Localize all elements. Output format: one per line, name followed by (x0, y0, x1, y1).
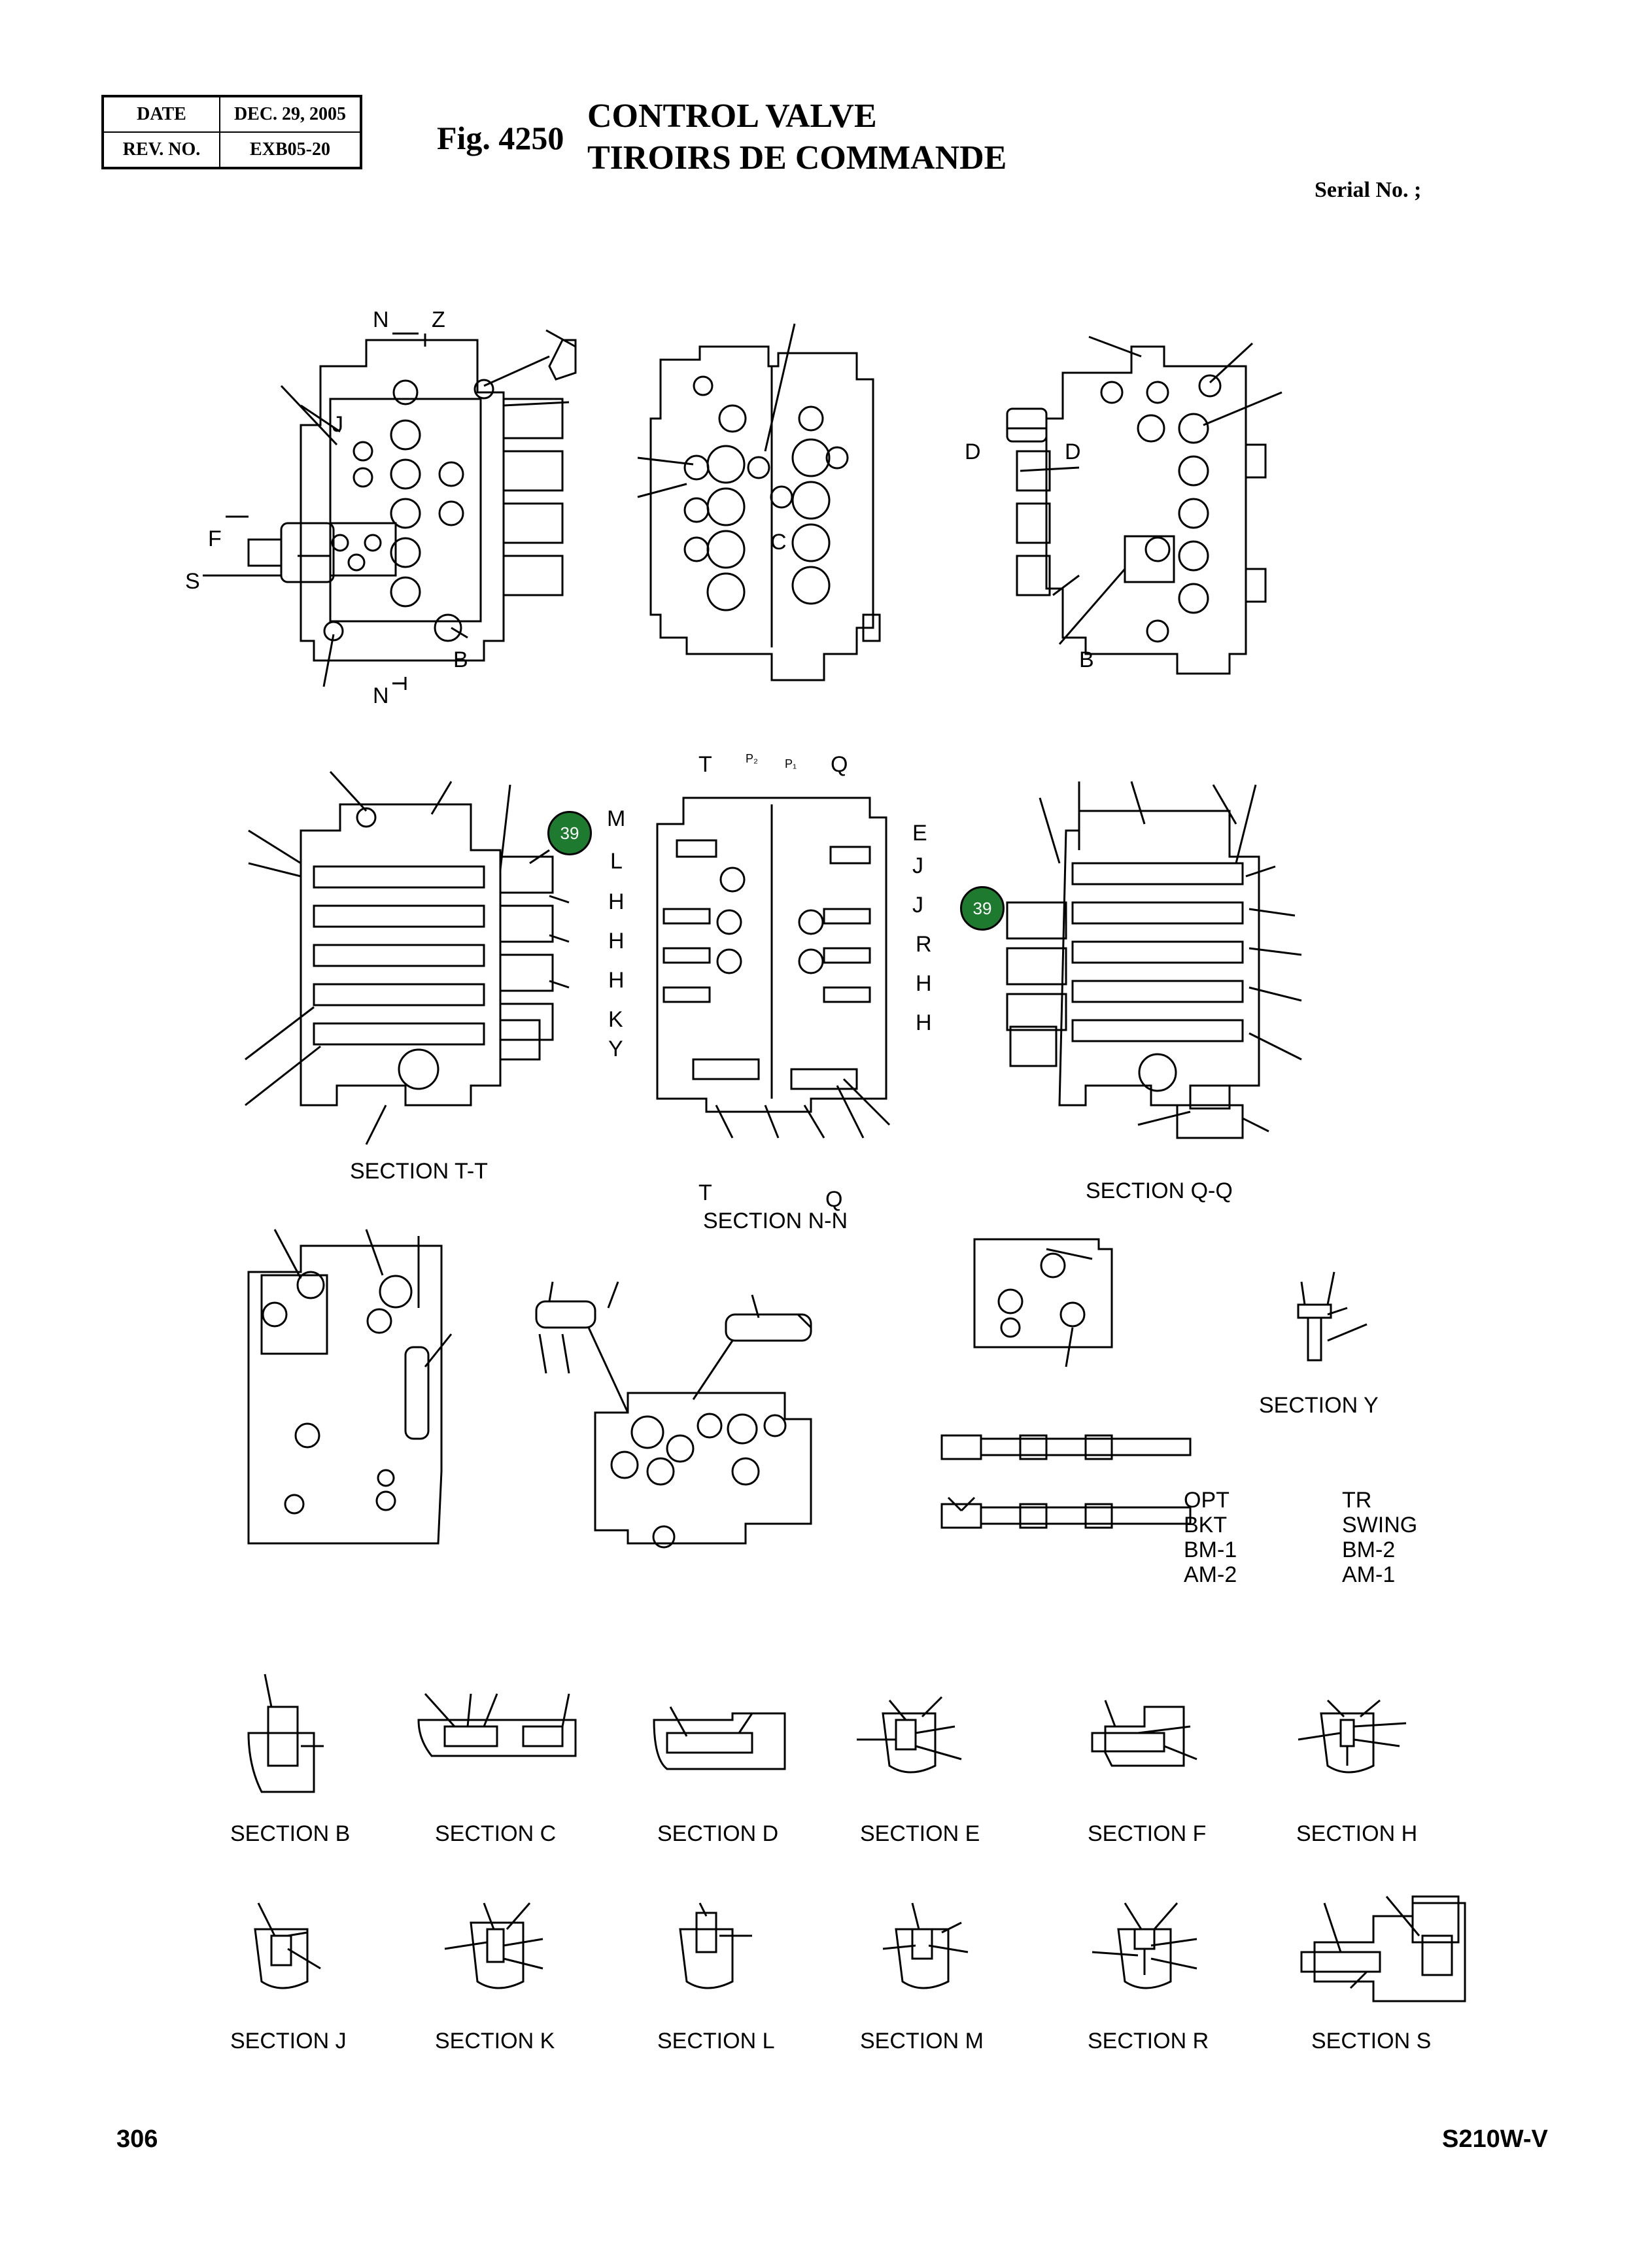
legend-right-item: SWING (1342, 1513, 1418, 1537)
item-badge-right: 39 (960, 886, 1005, 931)
section-title-e: SECTION E (860, 1821, 980, 1846)
section-title-r: SECTION R (1088, 2029, 1209, 2053)
spool-drawings (940, 1434, 1192, 1529)
view-letter-m: M (607, 806, 626, 831)
legend-left-item: OPT (1184, 1488, 1230, 1513)
view-letter-d1: D (965, 439, 981, 464)
view-letter-f: F (208, 526, 222, 551)
legend-left-item: BM-1 (1184, 1537, 1237, 1562)
small-sections-row2 (254, 1895, 1466, 2002)
view-letter-e: E (912, 821, 927, 846)
view-letter-l: L (610, 849, 623, 874)
section-title-tt: SECTION T-T (350, 1159, 488, 1184)
view-letter-b1: B (453, 647, 468, 672)
section-tt-drawing (245, 770, 570, 1145)
section-title-f: SECTION F (1088, 1821, 1207, 1846)
view-letter-j: J (332, 412, 343, 437)
section-title-qq: SECTION Q-Q (1086, 1178, 1233, 1203)
section-title-b: SECTION B (230, 1821, 351, 1846)
view-letter-d2: D (1065, 439, 1081, 464)
section-y-drawing (1297, 1271, 1368, 1362)
revision-table: DATE DEC. 29, 2005 REV. NO. EXB05-20 (101, 95, 362, 169)
section-title-c: SECTION C (435, 1821, 557, 1846)
view-letter-n-bottom: N (373, 683, 389, 708)
section-title-k: SECTION K (435, 2029, 555, 2053)
section-title-j: SECTION J (230, 2029, 347, 2053)
section-qq-drawing (1006, 781, 1302, 1139)
view-letter-t-bottom: T (698, 1180, 712, 1205)
view-letter-p1: P₁ (785, 757, 797, 770)
view-letter-c: C (770, 530, 787, 555)
legend-left-item: BKT (1184, 1513, 1228, 1537)
valve-center-assembly-view (535, 1281, 812, 1549)
serial-number: Serial No. ; (1315, 178, 1422, 202)
section-title-nn: SECTION N-N (703, 1209, 848, 1233)
view-letter-q-bottom: Q (825, 1187, 843, 1212)
section-nn-drawing (656, 797, 891, 1139)
section-title-l: SECTION L (657, 2029, 775, 2053)
view-letter-j2: J (912, 853, 923, 878)
model-number: S210W-V (1442, 2125, 1548, 2153)
view-letter-t-top: T (698, 752, 712, 777)
legend-right-item: AM-1 (1342, 1562, 1396, 1587)
view-letter-b2: B (1079, 647, 1094, 672)
view-letter-h1: H (608, 889, 625, 914)
view-letter-q-top: Q (831, 752, 848, 777)
legend-left-item: AM-2 (1184, 1562, 1237, 1587)
section-title-y: SECTION Y (1259, 1393, 1379, 1418)
valve-rear-plate-view (247, 1229, 453, 1545)
section-title-d: SECTION D (657, 1821, 779, 1846)
view-letter-s: S (185, 569, 200, 594)
valve-side-block-view (973, 1238, 1113, 1367)
view-letter-n-top: N (373, 307, 389, 332)
rev-label: REV. NO. (102, 131, 220, 169)
title-french: TIROIRS DE COMMANDE (587, 139, 1007, 177)
view-letter-k: K (608, 1007, 623, 1032)
valve-top-center-view (637, 323, 881, 681)
section-title-m: SECTION M (860, 2029, 984, 2053)
figure-number: Fig. 4250 (437, 120, 564, 156)
small-sections-row1 (247, 1674, 1407, 1793)
valve-top-left-view (203, 329, 577, 690)
page-number: 306 (116, 2125, 158, 2153)
view-letter-h2: H (608, 929, 625, 953)
date-label: DATE (102, 95, 220, 133)
view-letter-h5: H (916, 1010, 932, 1035)
view-letter-h3: H (608, 968, 625, 993)
legend-right-item: TR (1342, 1488, 1372, 1513)
item-badge-left: 39 (547, 811, 592, 855)
date-value: DEC. 29, 2005 (219, 95, 362, 133)
view-letter-z: Z (432, 307, 445, 332)
valve-top-right-view (1006, 335, 1282, 675)
legend-right-item: BM-2 (1342, 1537, 1396, 1562)
rev-value: EXB05-20 (219, 131, 362, 169)
spool-legend-right: TR SWING BM-2 AM-1 (1342, 1488, 1417, 1587)
section-title-s: SECTION S (1311, 2029, 1432, 2053)
view-letter-h4: H (916, 971, 932, 996)
view-letter-r: R (916, 932, 932, 957)
view-letter-y: Y (608, 1037, 623, 1061)
section-title-h: SECTION H (1296, 1821, 1418, 1846)
title-english: CONTROL VALVE (587, 97, 877, 135)
view-letter-p2: P₂ (746, 752, 758, 765)
spool-legend-left: OPT BKT BM-1 AM-2 (1184, 1488, 1237, 1587)
view-letter-j3: J (912, 893, 923, 918)
